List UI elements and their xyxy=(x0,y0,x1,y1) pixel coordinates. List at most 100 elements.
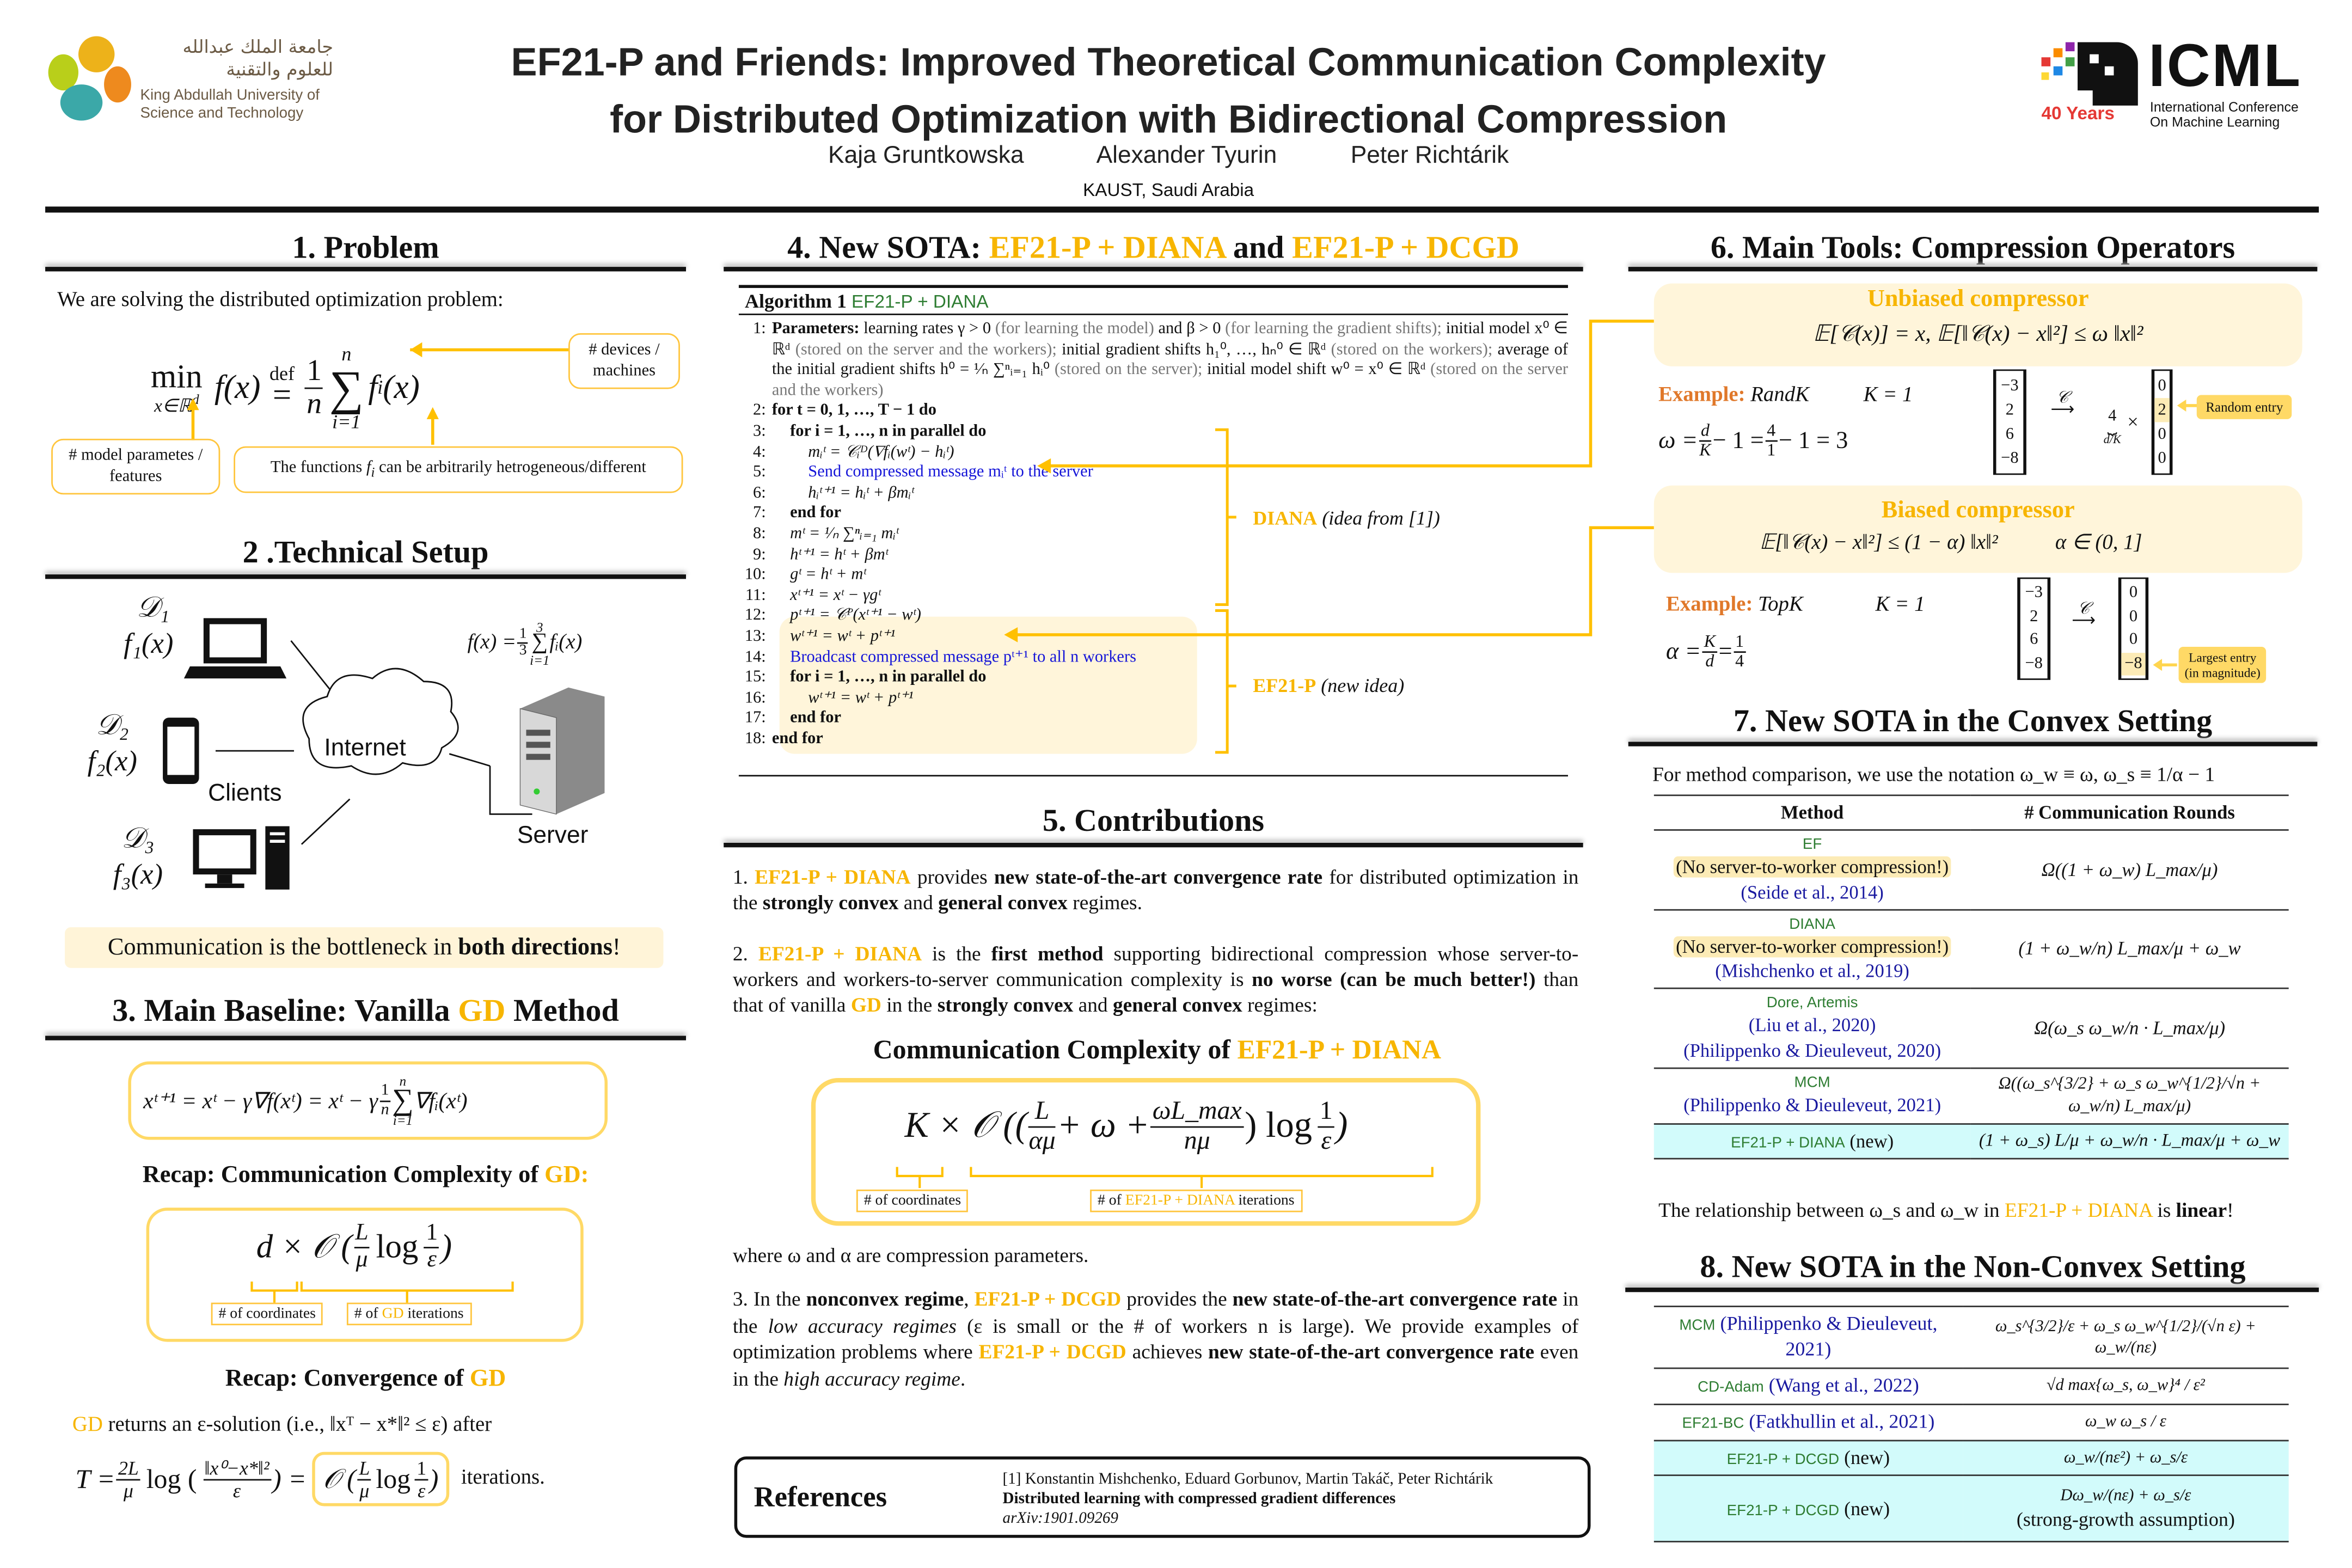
s5-tag_iter_post: iterations xyxy=(1234,1192,1295,1209)
s4-title_m1: EF21-P + DIANA xyxy=(989,229,1226,266)
min-domain: x∈ℝ xyxy=(154,395,193,416)
poster-title-line2: for Distributed Optimization with Bidire… xyxy=(610,96,1728,142)
sum-top: n xyxy=(341,342,352,365)
s3-T_den2: ε xyxy=(232,1478,241,1501)
s4-lines-0-t: for t = 0, 1, …, T − 1 do xyxy=(771,401,936,420)
s3-T_bnum: L xyxy=(357,1457,372,1480)
s8-rows-3-tag: (new) xyxy=(1844,1445,1890,1468)
s6-vec_in-2: 6 xyxy=(2030,630,2038,648)
s4-title_pre: 4. New SOTA: xyxy=(787,229,989,266)
s3-update_sum: ∑ xyxy=(392,1084,414,1117)
s6-randk_out-0: 0 xyxy=(2158,377,2166,395)
s4-line1-h: (stored on the workers); xyxy=(1331,340,1493,358)
s3-T_num: 2L xyxy=(117,1457,140,1480)
s4-lines-0-n: 2: xyxy=(753,401,766,420)
s6-topk_K: K = 1 xyxy=(1875,594,1925,617)
s6-vec_in-1: 2 xyxy=(2005,401,2014,419)
laptop-icon xyxy=(183,618,287,679)
s7-rows-3-name: MCM xyxy=(1794,1075,1830,1092)
author: Kaja Gruntkowska xyxy=(828,143,1024,169)
s6-randk_scale_sub: d/K xyxy=(2103,432,2121,446)
s5-cc-mid: + ω + xyxy=(1057,1106,1150,1146)
s5-p3-f: low accuracy regimes xyxy=(768,1314,957,1337)
kaust-english-1: King Abdullah University of xyxy=(140,87,320,105)
s5-p2-b: first method xyxy=(991,942,1104,965)
s5-p1-d: strongly convex xyxy=(762,891,899,914)
s4-lines-14-t: wᵗ⁺¹ = wᵗ + pᵗ⁺¹ xyxy=(808,688,914,707)
s6-topk_out-3: −8 xyxy=(2121,652,2146,676)
s4-lines-8-n: 10: xyxy=(744,565,766,584)
s4-line1-b: (for learning the model) xyxy=(995,320,1154,338)
sum-bottom: i=1 xyxy=(332,410,361,433)
algorithm-line: 11:xᵗ⁺¹ = xᵗ − γgᵗ xyxy=(739,586,1568,607)
s4-lines-1-n: 3: xyxy=(753,422,766,440)
s3-tag_iter_pre: # of xyxy=(354,1306,382,1322)
s3-returns_gd: GD xyxy=(72,1414,103,1437)
connector-unbiased xyxy=(1040,320,1654,468)
col-method: Method xyxy=(1653,795,1971,831)
s7-relation_m: EF21-P + DIANA xyxy=(2004,1198,2152,1222)
s4-lines-16-n: 18: xyxy=(744,729,766,748)
section-nonconvex-title: 8. New SOTA in the Non-Convex Setting xyxy=(1700,1248,2246,1285)
algorithm-body: 1:Parameters: learning rates γ > 0 (for … xyxy=(739,320,1568,750)
s4-lines-15-t: end for xyxy=(790,709,842,727)
s4-lines-14-n: 16: xyxy=(744,688,766,707)
s3-T_box: 𝒪 ( xyxy=(323,1463,356,1493)
gd-update-box xyxy=(128,1061,608,1140)
s3-cc_num: L xyxy=(353,1220,370,1248)
s2-bottleneck_post: ! xyxy=(612,934,621,960)
s6-randk_post: − 1 = 3 xyxy=(1778,427,1848,454)
largest-entry-arrow xyxy=(2153,659,2177,671)
def-label: def xyxy=(270,362,295,385)
problem-arrows xyxy=(187,342,568,445)
s4-lines-10-t: pᵗ⁺¹ = 𝒞ᴾ(xᵗ⁺¹ − wᵗ) xyxy=(790,607,921,625)
tag-gd-iterations: # of GD iterations xyxy=(346,1302,471,1326)
s6-randk_out-2: 0 xyxy=(2158,425,2166,444)
notation-text: For method comparison, we use the notati… xyxy=(1652,763,2215,786)
s5-p3-i: new state-of-the-art convergence rate xyxy=(1208,1340,1535,1363)
biased-box: Biased compressor 𝔼[‖𝒞(x) − x‖²] ≤ (1 − … xyxy=(1653,485,2302,573)
s4-lines-10-n: 12: xyxy=(744,607,766,625)
section-divider xyxy=(1628,742,2318,746)
function-3: f₃(x) xyxy=(113,859,163,891)
s4-diana_note: (idea from [1]) xyxy=(1317,506,1440,529)
s6-vec_in-3: −8 xyxy=(2025,653,2043,672)
s6-topk_out-1: 0 xyxy=(2129,607,2138,625)
algorithm-title: Algorithm 1 EF21-P + DIANA xyxy=(745,290,989,314)
server-icon xyxy=(519,687,605,815)
s1-note_functions_pre: The functions xyxy=(270,458,366,477)
s5-p2-j: regimes: xyxy=(1242,993,1318,1016)
s3-update: xᵗ⁺¹ = xᵗ − γ∇f(xᵗ) = xᵗ − γ xyxy=(143,1089,378,1114)
s5-p1-f: general convex xyxy=(938,891,1068,914)
section-divider xyxy=(1625,1287,2319,1293)
unbiased-formula: 𝔼[𝒞(x)] = x, 𝔼[‖𝒞(x) − x‖²] ≤ ω ‖x‖² xyxy=(1812,322,2143,347)
gd-complexity-box xyxy=(146,1208,584,1342)
problem-intro: We are solving the distributed optimizat… xyxy=(57,289,504,313)
kaust-logo: جامعة الملك عبدالله للعلوم والتقنية King… xyxy=(42,33,344,130)
s3-tag_iter_post: iterations xyxy=(403,1306,464,1322)
s5-p3-h: achieves xyxy=(1126,1340,1209,1363)
contribution-2: 2. EF21-P + DIANA is the first method su… xyxy=(733,941,1579,1018)
unbiased-box: Unbiased compressor 𝔼[𝒞(x)] = x, 𝔼[‖𝒞(x)… xyxy=(1653,283,2302,366)
s3-cc_close: ) xyxy=(440,1227,452,1265)
s3-update_num: 1 xyxy=(379,1081,391,1101)
convex-table: Method# Communication Rounds EF(No serve… xyxy=(1653,794,2289,1160)
s4-lines-13-n: 15: xyxy=(744,668,766,687)
s4-line1-a: learning rates γ > 0 xyxy=(859,320,995,338)
s7-rows-0-note: (No server-to-worker compression!) xyxy=(1673,857,1952,878)
s7-relation_bold: linear xyxy=(2176,1198,2227,1222)
s7-rows-2-name: Dore, Artemis xyxy=(1766,995,1858,1012)
s7-rows-1-name: DIANA xyxy=(1789,916,1835,933)
section-contributions-title: 5. Contributions xyxy=(1042,802,1265,838)
s8-rows-4-formula: Dω_w/(nε) + ω_s/ε xyxy=(2060,1487,2191,1505)
s8-rows-2-name: EF21-BC xyxy=(1682,1415,1744,1432)
algorithm-line: 15:for i = 1, …, n in parallel do xyxy=(739,668,1568,689)
nonconvex-table: MCM (Philippenko & Dieuleveut, 2021)ω_s^… xyxy=(1653,1306,2289,1543)
s7-rows-0-cite: (Seide et al., 2014) xyxy=(1741,881,1884,903)
s5-p3-c: provides the xyxy=(1121,1287,1233,1310)
s1-note_functions_math: f xyxy=(366,458,371,477)
reference-venue: arXiv:1901.09269 xyxy=(1002,1510,1118,1528)
s7-rows-1-note: (No server-to-worker compression!) xyxy=(1673,935,1952,957)
